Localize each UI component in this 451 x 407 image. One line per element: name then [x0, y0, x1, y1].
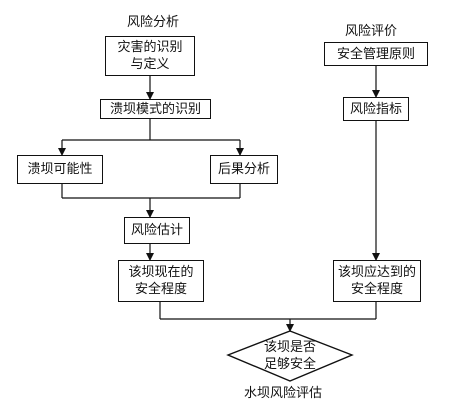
current-safety-line-1: 该坝现在的 [128, 265, 194, 280]
decision-text: 该坝是否 足够安全 [240, 339, 340, 373]
decision-line-1: 该坝是否 [263, 340, 316, 355]
current-safety-box: 该坝现在的 安全程度 [118, 260, 204, 302]
diagram-caption: 水坝风险评估 [244, 386, 323, 401]
risk-analysis-heading: 风险分析 [127, 15, 180, 30]
hazard-line-1: 灾害的识别 [117, 40, 183, 55]
failure-probability-box: 溃坝可能性 [17, 155, 103, 184]
required-safety-line-2: 安全程度 [350, 282, 403, 297]
risk-indicators-box: 风险指标 [343, 97, 409, 121]
consequence-analysis-box: 后果分析 [210, 155, 278, 184]
decision-line-2: 足够安全 [263, 357, 316, 372]
decision-diamond [226, 330, 354, 382]
risk-evaluation-heading: 风险评价 [345, 24, 398, 39]
required-safety-line-1: 该坝应达到的 [337, 265, 416, 280]
safety-principles-box: 安全管理原则 [324, 42, 428, 66]
current-safety-line-2: 安全程度 [134, 282, 187, 297]
hazard-identification-box: 灾害的识别 与定义 [105, 36, 195, 76]
failure-mode-box: 溃坝模式的识别 [100, 99, 211, 119]
hazard-line-2: 与定义 [130, 57, 170, 72]
risk-estimate-box: 风险估计 [124, 217, 190, 244]
required-safety-box: 该坝应达到的 安全程度 [333, 260, 421, 302]
